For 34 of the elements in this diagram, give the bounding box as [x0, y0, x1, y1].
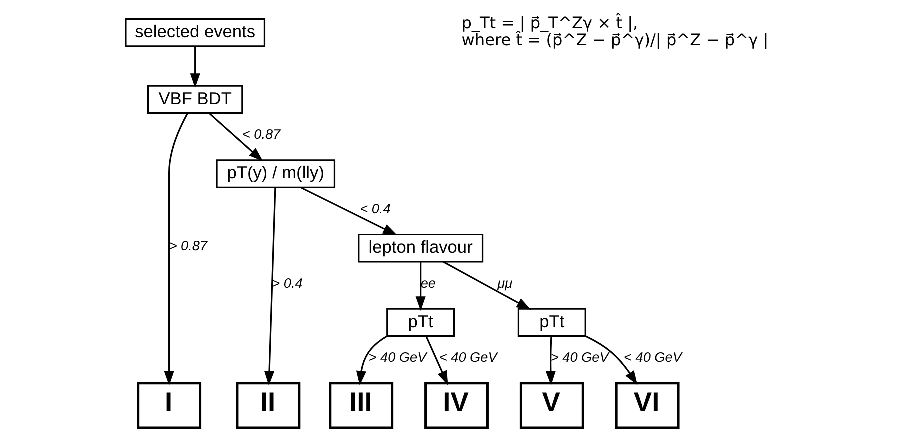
edge-label: < 40 GeV — [439, 350, 498, 366]
arrow — [585, 336, 638, 386]
arrow — [164, 113, 188, 386]
edge-label: μμ — [498, 276, 513, 291]
node-box: VI — [615, 382, 680, 430]
edge-label: > 0.4 — [272, 276, 303, 291]
edge-label: < 0.4 — [360, 201, 391, 216]
node-box: I — [137, 382, 202, 430]
edge-label: < 0.87 — [242, 127, 281, 142]
edge-label: > 0.87 — [169, 238, 208, 254]
arrow — [443, 261, 532, 310]
edge-label: > 40 GeV — [368, 350, 427, 366]
arrow — [264, 188, 276, 386]
node-box: pTt — [518, 308, 586, 338]
arrow — [190, 46, 200, 88]
edge-label: > 40 GeV — [550, 350, 609, 366]
node-box: III — [329, 382, 394, 430]
arrow — [356, 336, 388, 386]
node-box: VBF BDT — [147, 85, 244, 114]
arrow — [300, 187, 398, 236]
arrow — [208, 112, 264, 162]
label: p_Tt = | p⃗_T^Zγ × t̂ |, — [462, 13, 638, 32]
arrow — [416, 262, 426, 312]
arrow — [426, 336, 448, 386]
node-box: pT(y) / m(lly) — [216, 160, 336, 188]
node-box: IV — [424, 382, 489, 430]
edge-label: ee — [420, 276, 436, 291]
node-box: pTt — [386, 308, 456, 338]
edge-label: < 40 GeV — [624, 350, 682, 366]
node-box: selected events — [125, 18, 266, 48]
node-box: V — [520, 382, 584, 430]
node-box: II — [236, 382, 301, 430]
arrow — [546, 336, 556, 386]
node-box: lepton flavour — [358, 234, 484, 263]
